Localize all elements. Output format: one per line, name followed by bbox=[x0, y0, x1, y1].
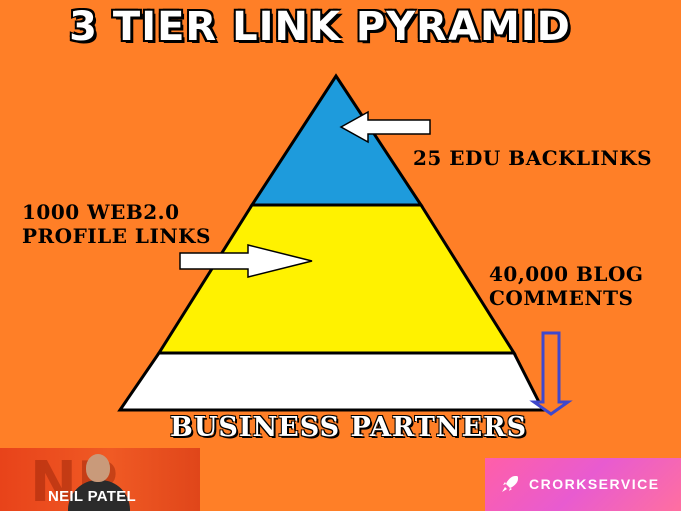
page-title: 3 TIER LINK PYRAMID bbox=[69, 4, 571, 50]
pyramid-tier-bottom bbox=[117, 351, 546, 412]
pyramid-tier-middle bbox=[156, 203, 517, 355]
arrow-left-outline-icon bbox=[339, 110, 431, 144]
tier-middle-label-line2: PROFILE LINKS bbox=[22, 224, 211, 248]
business-partners-heading: BUSINESS PARTNERS bbox=[170, 412, 528, 443]
arrow-right-outline-icon bbox=[179, 244, 313, 278]
tier-bottom-label-line2: COMMENTS bbox=[489, 286, 634, 310]
arrow-down-outline-icon bbox=[529, 331, 573, 416]
tier-bottom-label: 40,000 BLOG COMMENTS bbox=[489, 262, 643, 310]
partner-neil-patel: NP NEIL PATEL bbox=[0, 448, 200, 511]
tier-middle-label-line1: 1000 WEB2.0 bbox=[22, 200, 180, 224]
partner-right-name: CRORKSERVICE bbox=[529, 476, 660, 492]
partner-crorkservice: CRORKSERVICE bbox=[485, 458, 681, 511]
partner-left-name: NEIL PATEL bbox=[48, 488, 137, 505]
tier-top-label: 25 EDU BACKLINKS bbox=[413, 146, 653, 170]
pyramid-tier-top bbox=[249, 73, 424, 207]
rocket-icon bbox=[502, 476, 518, 492]
tier-bottom-label-line1: 40,000 BLOG bbox=[489, 262, 644, 286]
tier-middle-label: 1000 WEB2.0 PROFILE LINKS bbox=[22, 200, 211, 248]
portrait-head bbox=[86, 454, 110, 482]
